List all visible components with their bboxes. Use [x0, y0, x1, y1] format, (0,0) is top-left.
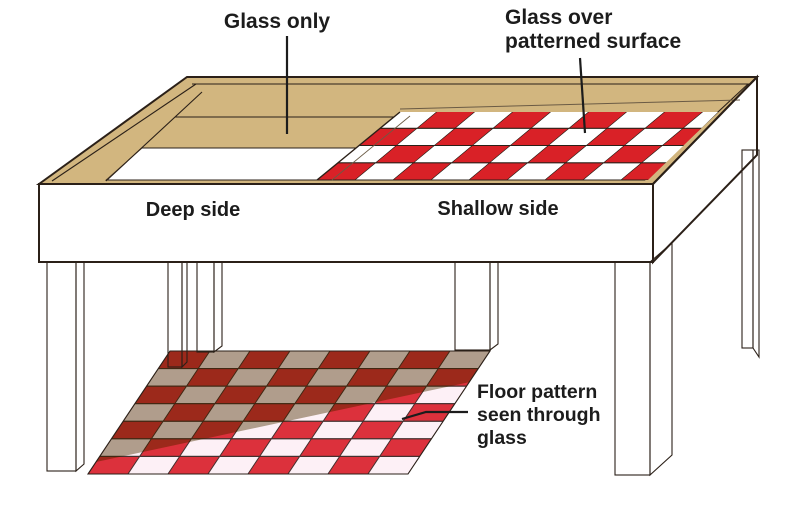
glass-over-label-line1: Glass over: [505, 6, 612, 29]
floor-checkerboard: [88, 351, 490, 474]
floor-pattern-pointer-line: [401, 410, 468, 421]
floor-pattern: [88, 351, 490, 474]
front-apron: [38, 183, 654, 263]
floor-pattern-label-line1: Floor pattern: [477, 381, 597, 403]
front-right-leg: [614, 241, 673, 477]
left-rim-top-edge: [51, 83, 197, 182]
table-top: [35, 76, 760, 185]
mid-right-rear-leg: [454, 261, 499, 352]
glass-sheet-edge: [399, 99, 741, 110]
floor-pattern-label-line2: seen through: [477, 404, 601, 426]
floor-shadow-overlay: [96, 351, 490, 462]
left-rim-inner-wall-edge: [105, 91, 203, 182]
deep-side-label: Deep side: [146, 199, 240, 221]
glass-only-label: Glass only: [224, 10, 331, 33]
floor-pattern-label-line3: glass: [477, 427, 527, 449]
glass-over-pointer-line: [578, 57, 587, 134]
center-rear-leg: [196, 261, 223, 354]
front-left-leg: [46, 261, 85, 473]
shallow-side-label: Shallow side: [437, 198, 558, 220]
back-right-leg: [741, 149, 760, 359]
pattern-left-edge: [316, 111, 401, 181]
floor-pink-wash: [88, 382, 470, 474]
pattern-step-lip: [331, 115, 411, 181]
deep-side-glass: [104, 147, 359, 181]
floor-pattern-outline: [86, 350, 492, 475]
glass-over-label-line2: patterned surface: [505, 30, 681, 53]
